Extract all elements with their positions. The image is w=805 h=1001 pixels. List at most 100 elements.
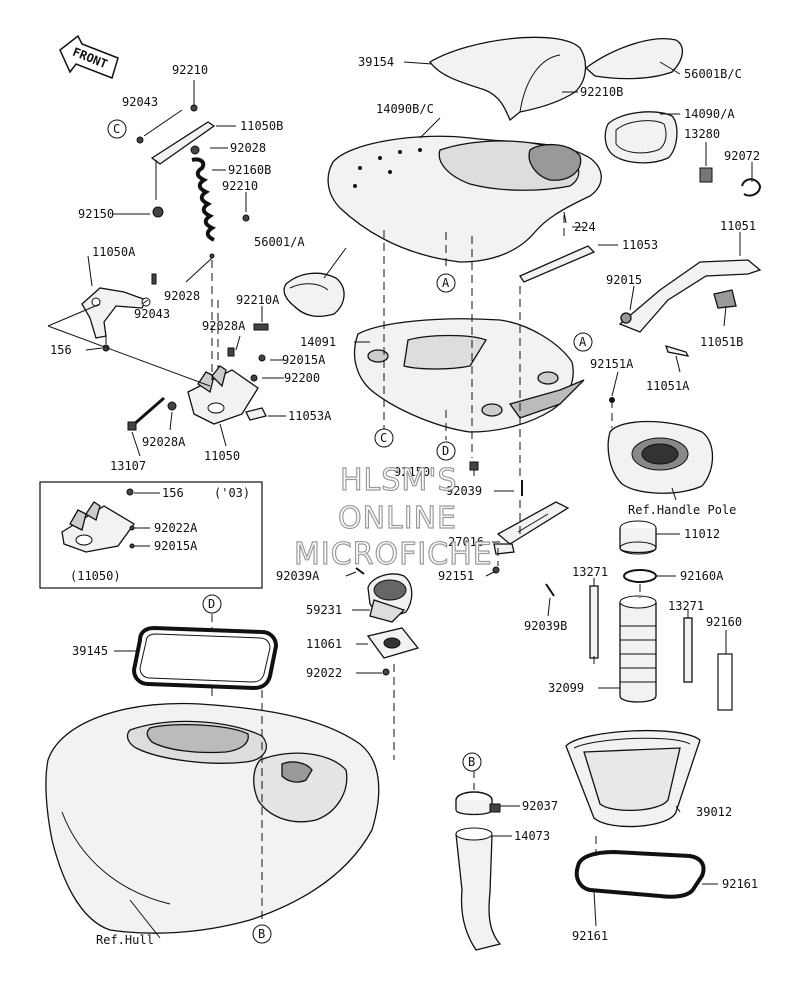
label-56001bc: 56001B/C (684, 67, 742, 81)
label-39012: 39012 (696, 805, 732, 819)
label-92037: 92037 (522, 799, 558, 813)
strip-13271-b (683, 617, 693, 683)
label-11050b: 11050B (240, 119, 283, 133)
label-92160a: 92160A (680, 569, 724, 583)
label-92161-right: 92161 (722, 877, 758, 891)
watermark-line-2: ONLINE (338, 501, 457, 536)
svg-text:D: D (208, 597, 215, 611)
label-92160: 92160 (706, 615, 742, 629)
pad-14090a (604, 111, 678, 164)
vent-59231 (367, 573, 413, 623)
callout-c-top: C (107, 119, 127, 139)
callout-a-mid: A (436, 273, 456, 293)
label-92161-bottom: 92161 (572, 929, 608, 943)
label-11053: 11053 (622, 238, 658, 252)
hull (45, 702, 380, 934)
label-92039a: 92039A (276, 569, 320, 583)
dashed-guides (105, 160, 641, 924)
label-92160b: 92160B (228, 163, 271, 177)
seat-pan-14090bc (327, 135, 602, 263)
label-92028a-low: 92028A (142, 435, 186, 449)
strip-92160 (717, 653, 733, 711)
svg-text:C: C (380, 431, 387, 445)
label-92072: 92072 (724, 149, 760, 163)
bracket-11051 (618, 259, 762, 357)
label-11061: 11061 (306, 637, 342, 651)
label-92210-top: 92210 (172, 63, 208, 77)
label-11051: 11051 (720, 219, 756, 233)
callout-c-mid: C (374, 428, 394, 448)
label-56001a: 56001/A (254, 235, 305, 249)
label-224: 224 (574, 220, 596, 234)
label-92151: 92151 (438, 569, 474, 583)
watermark: HLSM'S ONLINE MICROFICHE (293, 462, 492, 572)
label-32099: 32099 (548, 681, 584, 695)
svg-text:D: D (442, 444, 449, 458)
label-156: 156 (50, 343, 72, 357)
callout-d-mid: D (436, 441, 456, 461)
label-92210-mid: 92210 (222, 179, 258, 193)
label-92210b: 92210B (580, 85, 623, 99)
svg-text:C: C (113, 122, 120, 136)
screw-92022 (382, 668, 390, 676)
part-labels: 39154 56001B/C 92210 92043 11050B 14090B… (50, 55, 760, 947)
label-11051b: 11051B (700, 335, 743, 349)
bin-39012 (565, 729, 701, 828)
label-59231: 59231 (306, 603, 342, 617)
label-92150-left: 92150 (78, 207, 114, 221)
bracket-11053 (519, 245, 596, 283)
label-39154: 39154 (358, 55, 394, 69)
label-14090a: 14090/A (684, 107, 735, 121)
label-13271-b: 13271 (668, 599, 704, 613)
seat-cover-39154 (429, 36, 587, 122)
label-11051a: 11051A (646, 379, 690, 393)
label-14091: 14091 (300, 335, 336, 349)
clip-92072 (741, 178, 762, 197)
label-39145: 39145 (72, 644, 108, 658)
label-92015: 92015 (606, 273, 642, 287)
label-13107: 13107 (110, 459, 146, 473)
label-92150-mid: 92150 (394, 465, 430, 479)
cap-11012 (619, 520, 657, 555)
gasket-39145 (131, 625, 279, 691)
label-13280: 13280 (684, 127, 720, 141)
label-13271-a: 13271 (572, 565, 608, 579)
svg-text:B: B (258, 927, 265, 941)
ring-92160a (623, 569, 657, 583)
label-92039b: 92039B (524, 619, 567, 633)
bolt-13107 (127, 396, 165, 431)
bracket-11050b (150, 121, 216, 218)
label-14090bc: 14090B/C (376, 102, 434, 116)
callout-b-bottom: B (252, 924, 272, 944)
svg-text:A: A (579, 335, 587, 349)
tray-14091 (354, 318, 585, 433)
inset-box-11050 (39, 481, 263, 589)
label-ref-hull: Ref.Hull (96, 933, 154, 947)
label-92028a-up: 92028A (202, 319, 246, 333)
label-92043-mid: 92043 (134, 307, 170, 321)
label-11050a: 11050A (92, 245, 136, 259)
label-11053a: 11053A (288, 409, 332, 423)
label-92043-top: 92043 (122, 95, 158, 109)
front-arrow: FRONT (59, 34, 119, 79)
bracket-27016 (493, 501, 570, 555)
label-11012: 11012 (684, 527, 720, 541)
label-11050: 11050 (204, 449, 240, 463)
label-92028-mid: 92028 (164, 289, 200, 303)
sticker-13280 (699, 167, 713, 183)
handle-pole-base (607, 397, 714, 494)
gasket-92161 (574, 849, 706, 899)
label-92151a: 92151A (590, 357, 634, 371)
label-92015a: 92015A (282, 353, 326, 367)
spring-92160b (190, 145, 216, 242)
label-92200: 92200 (284, 371, 320, 385)
callout-b-top: B (462, 752, 482, 772)
callout-a-right: A (573, 332, 593, 352)
label-92028-top: 92028 (230, 141, 266, 155)
handle-56001a (283, 272, 345, 318)
label-92022a: 92022A (154, 521, 198, 535)
latch-housing-11050 (187, 365, 259, 425)
label-27016: 27016 (448, 535, 484, 549)
label-156-inset: 156 (162, 486, 184, 500)
